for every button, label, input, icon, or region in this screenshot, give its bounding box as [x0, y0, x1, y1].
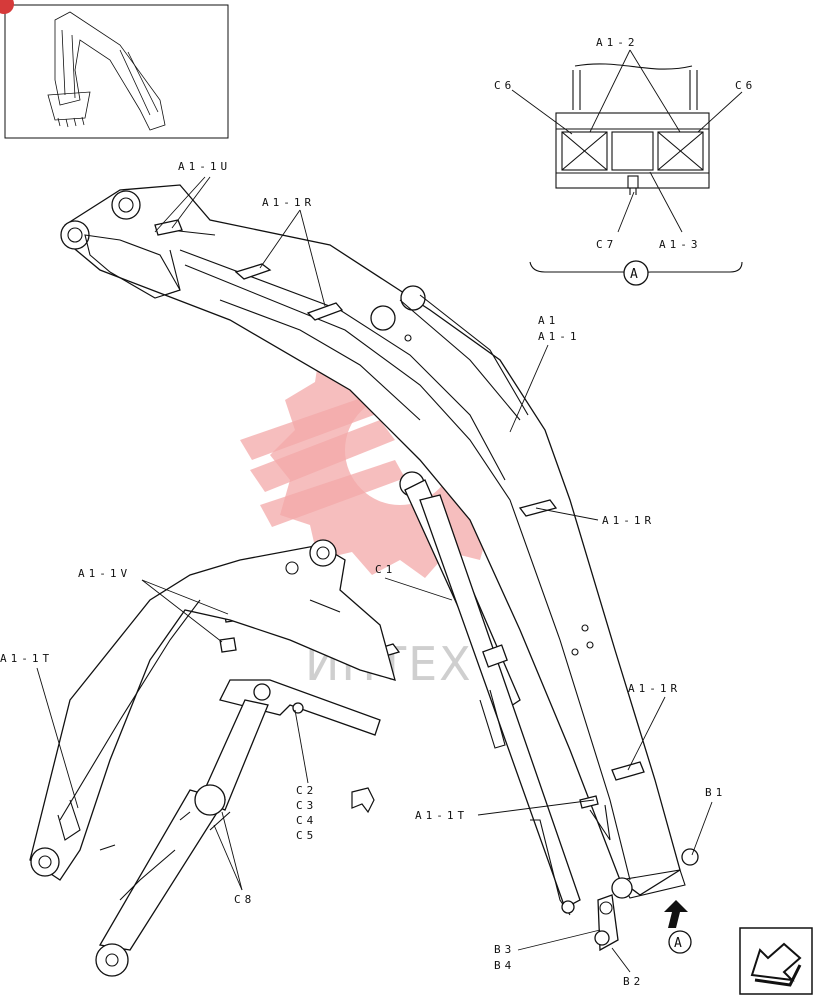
label-view-a-bottom: A [674, 936, 682, 951]
label-a1-1t-left: A1-1T [0, 652, 53, 665]
label-view-a-top: A [630, 267, 638, 282]
arm-cylinder [95, 679, 381, 977]
label-c7: C7 [596, 238, 617, 251]
red-marker-icon [0, 0, 14, 14]
boom-cylinder [404, 479, 581, 916]
bucket-link [594, 894, 619, 952]
label-c1: C1 [375, 563, 396, 576]
callout-labels: A1-1U A1-1R A1-2 C6 C6 C7 A1-3 A A1 A1-1… [0, 36, 756, 988]
detail-view-a [529, 63, 743, 286]
label-b2: B2 [623, 975, 644, 988]
label-a1: A1 [538, 314, 559, 327]
label-c2: C2 [296, 784, 317, 797]
direction-arrows [351, 787, 692, 954]
next-page-icon[interactable] [739, 927, 813, 995]
label-a1-1r-low: A1-1R [628, 682, 681, 695]
main-boom [60, 184, 699, 899]
label-a1-1r-top: A1-1R [262, 196, 315, 209]
label-a1-1t-right: A1-1T [415, 809, 468, 822]
label-a1-1r-mid: A1-1R [602, 514, 655, 527]
thumbnail-excavator [0, 0, 229, 139]
label-b3: B3 [494, 943, 515, 956]
label-c8: C8 [234, 893, 255, 906]
label-c5: C5 [296, 829, 317, 842]
label-b4: B4 [494, 959, 515, 972]
label-a1-1: A1-1 [538, 330, 581, 343]
label-a1-3: A1-3 [659, 238, 702, 251]
label-c6-right: C6 [735, 79, 756, 92]
label-a1-1u: A1-1U [178, 160, 231, 173]
label-c4: C4 [296, 814, 317, 827]
label-a1-1v: A1-1V [78, 567, 131, 580]
label-c6-left: C6 [494, 79, 515, 92]
leader-lines [36, 49, 743, 973]
label-c3: C3 [296, 799, 317, 812]
label-b1: B1 [705, 786, 726, 799]
label-a1-2: A1-2 [596, 36, 639, 49]
arm [29, 539, 396, 881]
